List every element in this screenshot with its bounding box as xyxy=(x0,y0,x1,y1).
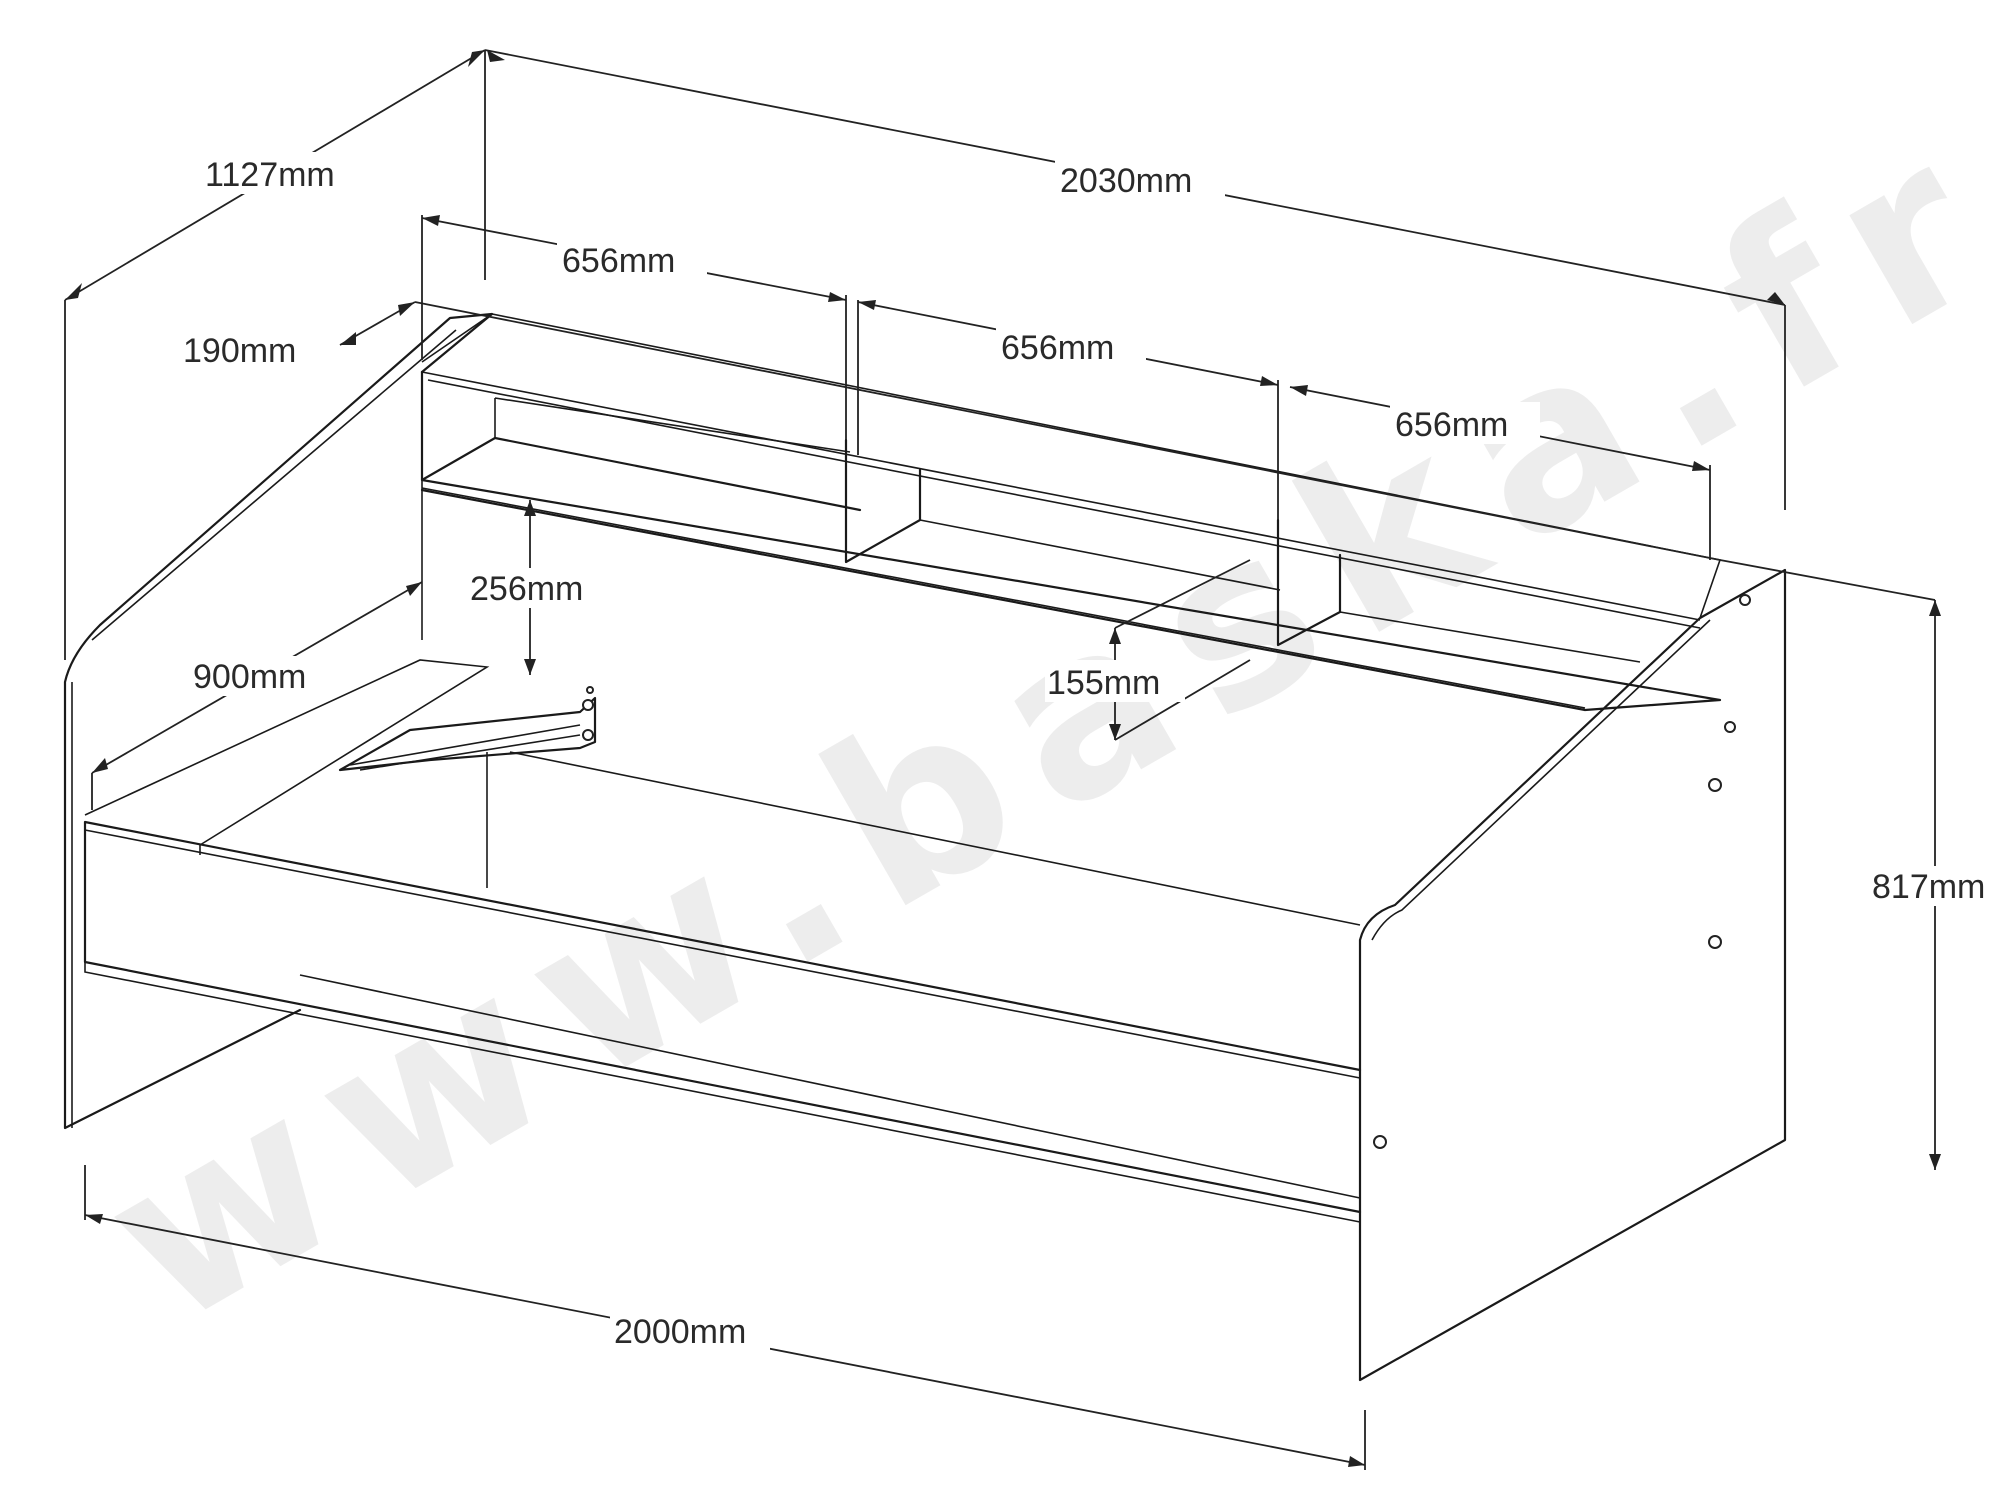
label-shelf-depth: 190mm xyxy=(183,332,296,370)
label-total-height: 817mm xyxy=(1872,868,1985,906)
lift-mechanism xyxy=(338,686,597,772)
label-mattress-length: 2000mm xyxy=(614,1313,746,1351)
shelf-divider-1 xyxy=(844,438,922,564)
label-mattress-width: 900mm xyxy=(193,658,306,696)
right-end-panel xyxy=(1358,568,1787,1382)
label-length-outer: 2030mm xyxy=(1060,162,1192,200)
dimension-labels: 1127mm 2030mm 656mm 656mm 656mm 190mm 25… xyxy=(180,152,1998,1352)
left-end-panel xyxy=(63,312,494,1130)
label-shelf-3-width: 656mm xyxy=(1395,406,1508,444)
panel-holes xyxy=(1373,594,1751,1149)
bed-drawing xyxy=(63,312,1787,1382)
label-shelf-2-width: 656mm xyxy=(1001,329,1114,367)
label-rail-height: 155mm xyxy=(1047,664,1160,702)
label-shelf-height: 256mm xyxy=(470,570,583,608)
label-depth-outer: 1127mm xyxy=(205,156,335,194)
shelf-divider-2 xyxy=(1276,518,1342,647)
mattress-platform xyxy=(84,659,1361,926)
label-shelf-1-width: 656mm xyxy=(562,242,675,280)
